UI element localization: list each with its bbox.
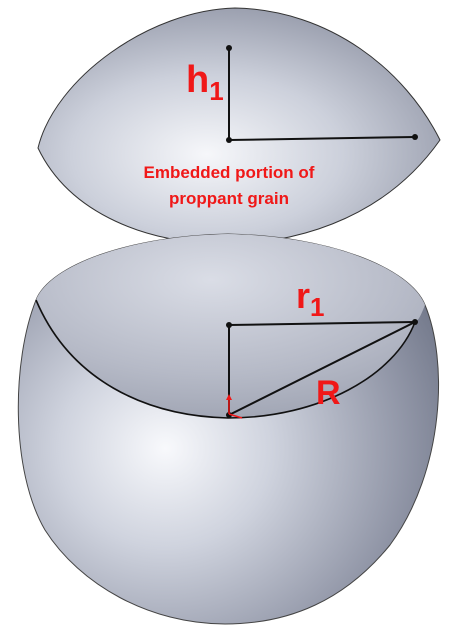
label-r1: r1 xyxy=(296,275,324,322)
label-r1-main: r xyxy=(296,275,310,316)
label-h1-sub: 1 xyxy=(209,76,223,106)
sphere-center-point xyxy=(226,412,232,418)
cap-apex-point xyxy=(226,45,232,51)
cap-rim-point xyxy=(412,134,418,140)
caption-line-2: proppant grain xyxy=(169,189,289,208)
caption-line-1: Embedded portion of xyxy=(144,163,315,182)
sphere-radius-line xyxy=(228,321,416,416)
r1-center-point xyxy=(226,322,232,328)
label-h1-main: h xyxy=(186,59,209,101)
label-h1: h1 xyxy=(186,59,224,106)
label-r1-sub: 1 xyxy=(310,292,324,322)
r1-rim-point xyxy=(412,319,418,325)
embedded-cap xyxy=(37,7,441,245)
cap-center-point xyxy=(226,137,232,143)
origin-marker-x xyxy=(228,413,243,419)
cap-base-radius-line xyxy=(228,136,416,141)
cut-edge xyxy=(35,299,416,419)
label-R: R xyxy=(316,374,341,412)
radius-r1-line xyxy=(228,321,416,326)
origin-marker-y-arrow xyxy=(226,394,232,400)
